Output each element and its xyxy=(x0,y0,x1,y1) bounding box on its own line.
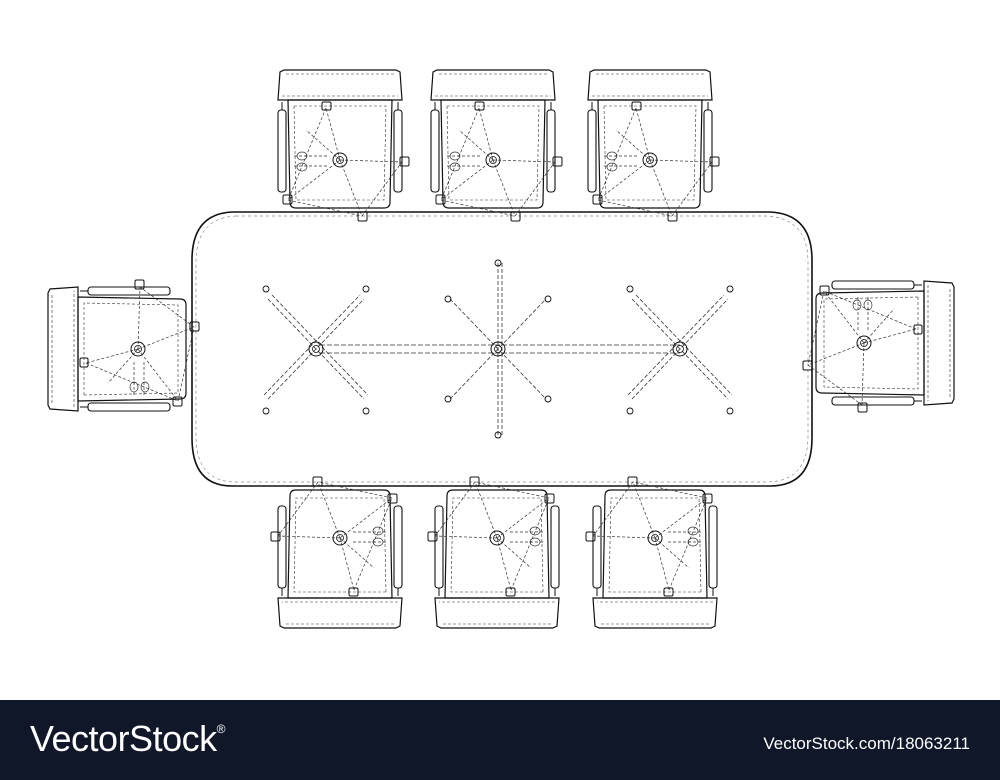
conference-table-drawing xyxy=(47,69,955,629)
chair-bottom-2 xyxy=(427,476,560,629)
chair-top-3 xyxy=(587,69,720,222)
chair-top-2 xyxy=(430,69,563,222)
conference-table xyxy=(191,211,813,487)
registered-mark: ® xyxy=(216,722,226,736)
table-pedestal-center xyxy=(444,259,552,439)
vectorstock-logo: VectorStock® xyxy=(30,718,225,760)
chair-top-1 xyxy=(277,69,410,222)
chair-right xyxy=(802,280,955,413)
chair-left xyxy=(47,279,200,412)
logo-text: VectorStock xyxy=(30,718,217,759)
chair-bottom-3 xyxy=(585,476,718,629)
chair-bottom-1 xyxy=(270,476,403,629)
watermark-footer: VectorStock® VectorStock.com/18063211 xyxy=(0,700,1000,780)
image-url-text: VectorStock.com/18063211 xyxy=(763,734,970,753)
